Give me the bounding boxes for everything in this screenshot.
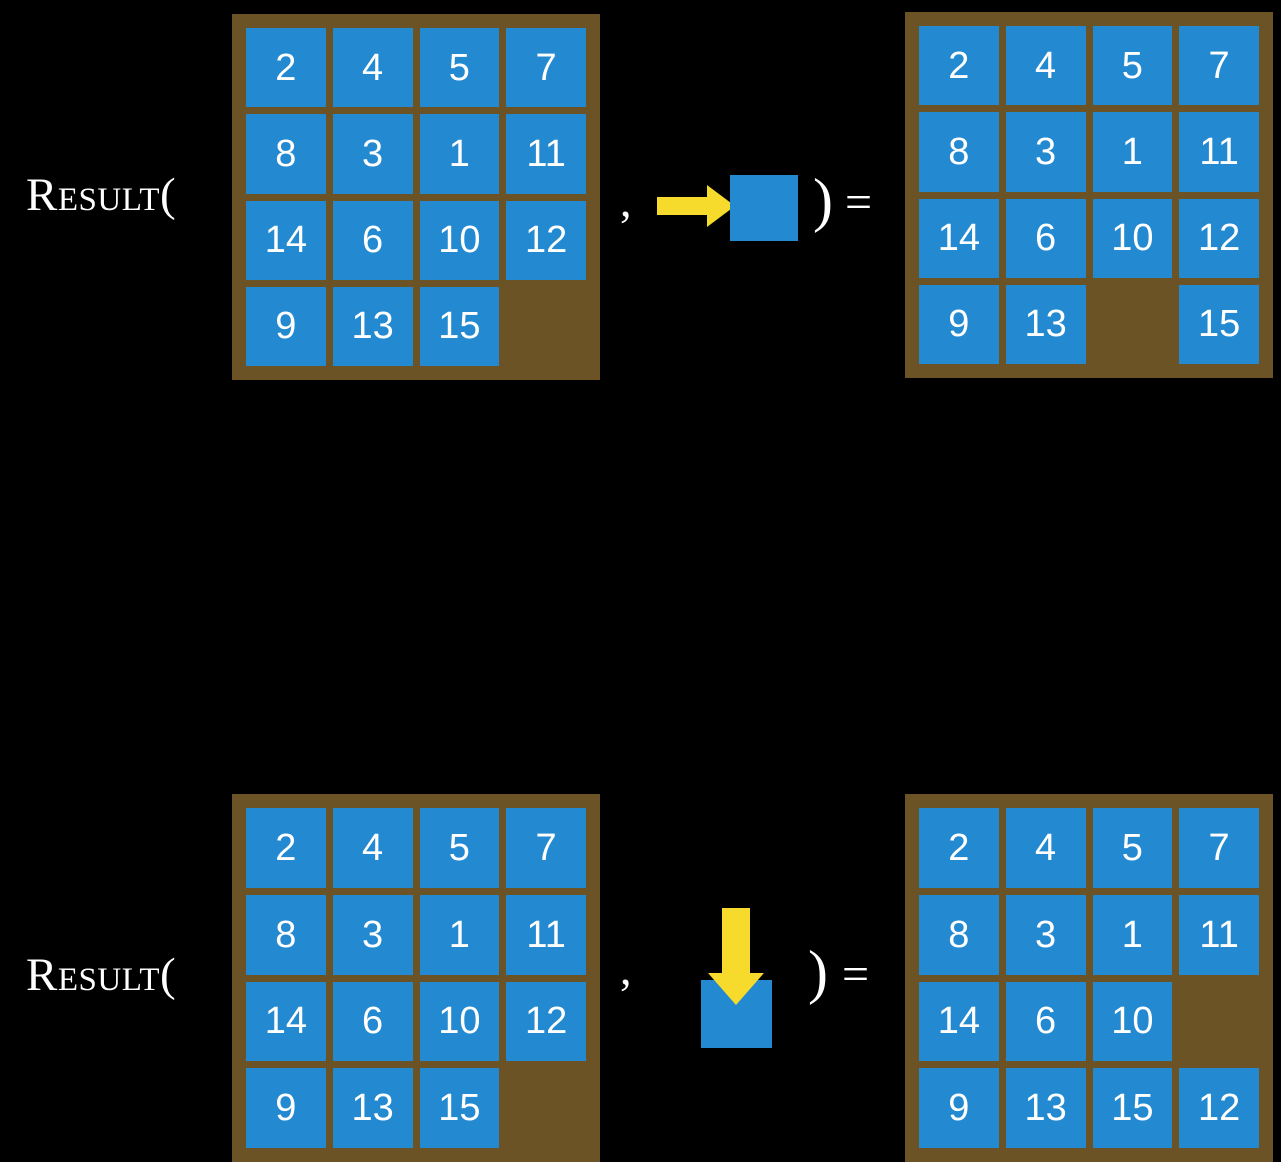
equals-sign-row-1: = [845,176,873,229]
arrow-down-icon [708,908,764,1005]
argument-separator-comma-row-2: , [620,943,632,994]
tile-1[interactable]: 1 [419,894,500,975]
empty-cell [1179,982,1259,1062]
tile-4[interactable]: 4 [1005,26,1086,106]
tile-3[interactable]: 3 [1005,112,1086,192]
arrow-right-icon [657,185,735,227]
tile-12[interactable]: 12 [1179,1068,1259,1148]
tile-4[interactable]: 4 [332,808,413,888]
empty-cell [506,287,586,366]
tile-5[interactable]: 5 [419,808,500,888]
tile-5[interactable]: 5 [1092,26,1173,106]
tile-12[interactable]: 12 [506,981,586,1062]
tile-15[interactable]: 15 [419,286,500,366]
tile-6[interactable]: 6 [332,981,413,1062]
tile-5[interactable]: 5 [419,28,500,108]
tile-11[interactable]: 11 [1179,112,1259,192]
move-operation-row-1 [650,165,810,255]
tile-7[interactable]: 7 [1179,26,1259,106]
tile-6[interactable]: 6 [332,200,413,280]
tile-10[interactable]: 10 [419,981,500,1062]
equals-sign-row-2: = [842,948,870,1001]
tile-13[interactable]: 13 [1005,1068,1086,1148]
tile-13[interactable]: 13 [332,1068,413,1148]
empty-cell [506,1068,586,1148]
tile-11[interactable]: 11 [506,114,586,194]
tile-15[interactable]: 15 [419,1068,500,1148]
tile-1[interactable]: 1 [419,114,500,194]
tile-8[interactable]: 8 [919,894,999,975]
tile-7[interactable]: 7 [1179,808,1259,888]
close-paren-row-1: ) [813,167,833,233]
tile-9[interactable]: 9 [246,286,326,366]
tile-6[interactable]: 6 [1005,981,1086,1062]
tile-9[interactable]: 9 [246,1068,326,1148]
tile-5[interactable]: 5 [1092,808,1173,888]
tile-11[interactable]: 11 [506,894,586,975]
tile-7[interactable]: 7 [506,808,586,888]
tile-3[interactable]: 3 [332,114,413,194]
tile-4[interactable]: 4 [332,28,413,108]
tile-3[interactable]: 3 [1005,894,1086,975]
tile-13[interactable]: 13 [332,286,413,366]
tile-1[interactable]: 1 [1092,894,1173,975]
tile-7[interactable]: 7 [506,28,586,108]
tile-10[interactable]: 10 [419,200,500,280]
tile-15[interactable]: 15 [1179,284,1259,364]
tile-10[interactable]: 10 [1092,198,1173,278]
tile-8[interactable]: 8 [246,894,326,975]
tile-13[interactable]: 13 [1005,284,1086,364]
tile-9[interactable]: 9 [919,284,999,364]
tile-3[interactable]: 3 [332,894,413,975]
tile-9[interactable]: 9 [919,1068,999,1148]
tile-14[interactable]: 14 [919,198,999,278]
tile-2[interactable]: 2 [246,808,326,888]
result-function-label-row-2: Result( [26,949,177,1001]
argument-separator-comma-row-1: , [620,175,632,226]
tile-14[interactable]: 14 [246,981,326,1062]
tile-2[interactable]: 2 [919,808,999,888]
close-paren-row-2: ) [808,939,828,1005]
move-operation-row-2 [685,895,815,1060]
tile-10[interactable]: 10 [1092,981,1173,1062]
empty-cell [1093,285,1173,364]
tile-14[interactable]: 14 [246,200,326,280]
tile-2[interactable]: 2 [919,26,999,106]
tile-4[interactable]: 4 [1005,808,1086,888]
tile-12[interactable]: 12 [1179,198,1259,278]
tile-1[interactable]: 1 [1092,112,1173,192]
tile-8[interactable]: 8 [246,114,326,194]
tile-6[interactable]: 6 [1005,198,1086,278]
tile-2[interactable]: 2 [246,28,326,108]
tile-14[interactable]: 14 [919,981,999,1062]
moving-tile-row-1[interactable] [730,175,798,241]
tile-8[interactable]: 8 [919,112,999,192]
result-function-label-row-1: Result( [26,169,177,221]
tile-12[interactable]: 12 [506,200,586,280]
tile-11[interactable]: 11 [1179,894,1259,975]
tile-15[interactable]: 15 [1092,1068,1173,1148]
